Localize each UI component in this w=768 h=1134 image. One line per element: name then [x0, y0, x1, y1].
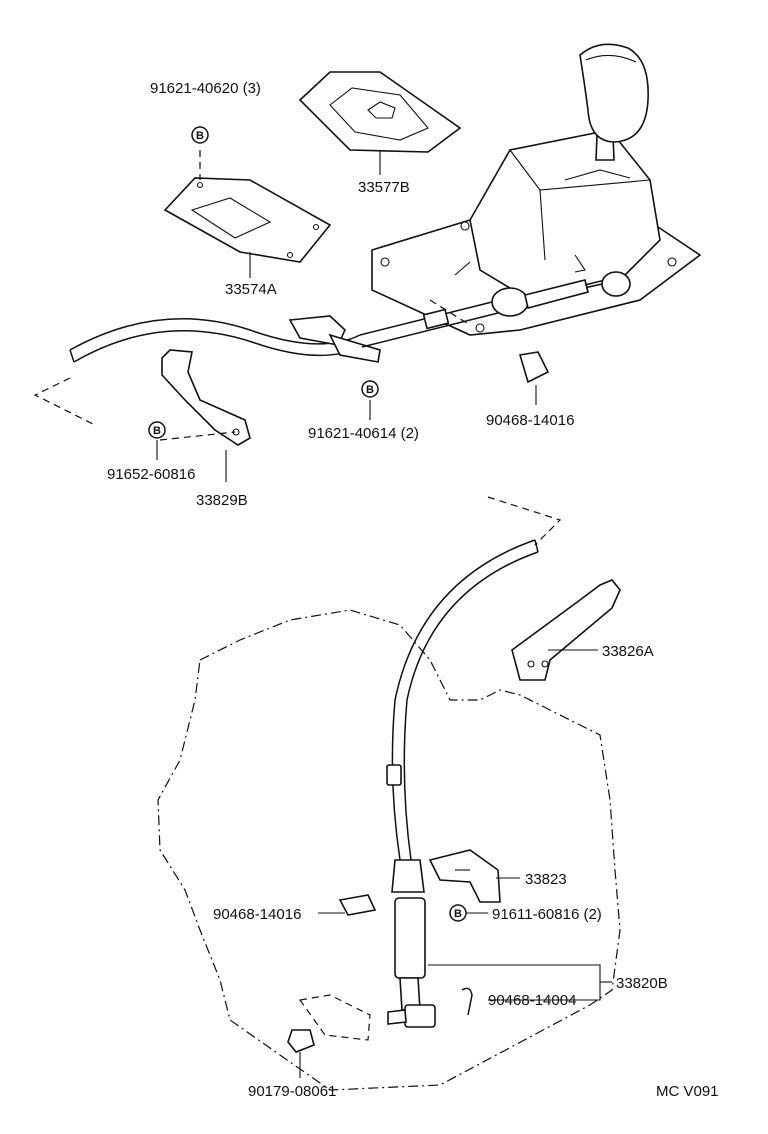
part-label-90468-14016-bottom: 90468-14016: [213, 906, 301, 923]
clip-pin: [461, 987, 473, 1016]
control-shaft-lever: [298, 994, 371, 1041]
clip-upper: [518, 351, 550, 384]
transmission-bracket: [428, 849, 501, 903]
part-label-90468-14004: 90468-14004: [488, 992, 576, 1009]
leader-lines: [156, 150, 612, 1078]
part-label-91621-40620: 91621-40620 (3): [150, 80, 261, 97]
bolt-marker-text: B: [454, 908, 462, 920]
clip-lower: [338, 894, 377, 916]
diagram-code: MC V091: [656, 1083, 719, 1100]
part-label-91621-40614: 91621-40614 (2): [308, 425, 419, 442]
reference-lines: [33, 150, 562, 546]
part-label-91652-60816: 91652-60816: [107, 466, 195, 483]
shift-lever-housing: [371, 43, 702, 336]
cable-bracket: [161, 349, 251, 446]
part-label-33829B: 33829B: [196, 492, 248, 509]
part-label-33820B: 33820B: [616, 975, 668, 992]
bolt-marker-text: B: [196, 130, 204, 142]
part-label-90179-08061: 90179-08061: [248, 1083, 336, 1100]
shift-cover-plate: [163, 177, 332, 263]
shift-cable-upper: [69, 271, 631, 363]
bolt-marker: B: [191, 126, 209, 144]
lock-nut: [287, 1029, 315, 1053]
part-label-91611-60816: 91611-60816 (2): [492, 906, 602, 923]
bolt-marker-text: B: [366, 384, 374, 396]
part-label-90468-14016-top: 90468-14016: [486, 412, 574, 429]
shift-cable-lower: [386, 539, 539, 1028]
part-label-33823: 33823: [525, 871, 567, 888]
bolt-marker: B: [449, 904, 467, 922]
part-label-33826A: 33826A: [602, 643, 654, 660]
transmission-outline: [157, 609, 621, 1091]
part-label-33574A: 33574A: [225, 281, 277, 298]
bolt-marker: B: [361, 380, 379, 398]
part-label-33577B: 33577B: [358, 179, 410, 196]
bolt-marker: B: [148, 421, 166, 439]
shift-boot: [298, 71, 462, 153]
bolt-marker-text: B: [153, 425, 161, 437]
cable-support-bracket: [511, 579, 621, 681]
